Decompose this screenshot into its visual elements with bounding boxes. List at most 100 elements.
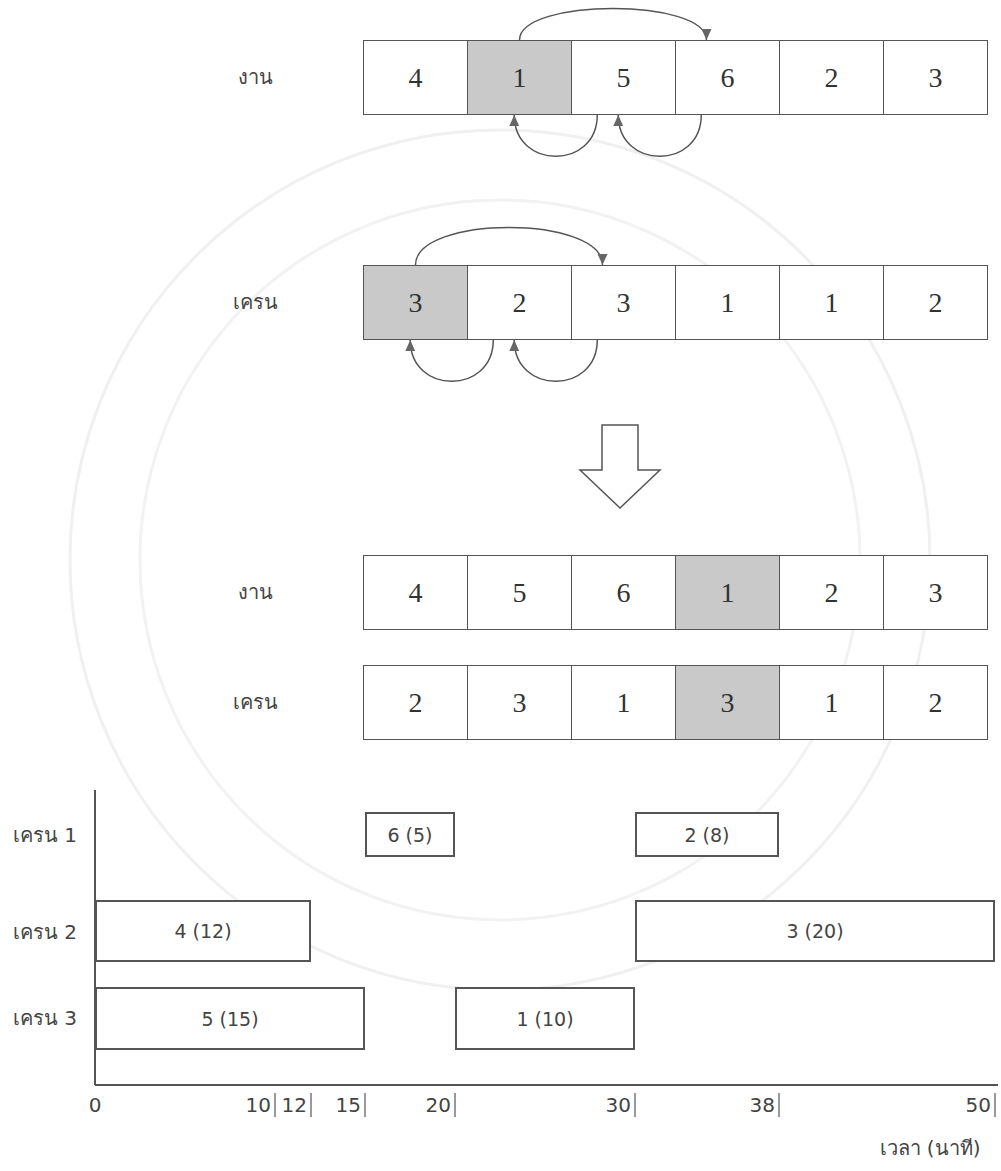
watermark-ring <box>140 200 860 920</box>
arrow-head <box>509 340 519 351</box>
job-duration: 5 (15) <box>201 1008 258 1030</box>
gene-cell: 2 <box>467 265 572 340</box>
row-label: งาน <box>238 61 273 93</box>
axis-title: เวลา (นาที) <box>880 1132 981 1164</box>
gene-value: 2 <box>825 577 839 609</box>
job-duration: 1 (10) <box>516 1008 573 1030</box>
crane-label: เครน 3 <box>13 1002 77 1034</box>
job-duration: 6 (5) <box>387 824 432 846</box>
gene-cell: 2 <box>363 665 468 740</box>
gene-cell: 4 <box>363 40 468 115</box>
gene-value: 2 <box>929 287 943 319</box>
gene-value: 1 <box>513 62 527 94</box>
gene-value: 3 <box>513 687 527 719</box>
gene-value: 1 <box>617 687 631 719</box>
gantt-bar: 2 (8) <box>635 812 779 857</box>
swap-arrow <box>405 340 493 381</box>
arrow-curve <box>618 115 701 156</box>
gene-cell: 2 <box>883 665 988 740</box>
gene-cell: 4 <box>363 555 468 630</box>
gene-cell: 3 <box>467 665 572 740</box>
arrow-curve <box>520 9 707 41</box>
tick-mark <box>454 1093 455 1117</box>
selected-gene-cell: 1 <box>467 40 572 115</box>
watermark-ring <box>70 130 930 990</box>
gene-value: 3 <box>617 287 631 319</box>
gene-value: 3 <box>929 62 943 94</box>
gene-cell: 1 <box>779 265 884 340</box>
tick-label: 20 <box>426 1093 451 1117</box>
gene-value: 4 <box>409 577 423 609</box>
tick-mark <box>634 1093 635 1117</box>
gene-cell: 2 <box>779 555 884 630</box>
gene-value: 1 <box>825 687 839 719</box>
tick-label: 15 <box>336 1093 361 1117</box>
tick-mark <box>994 1093 995 1117</box>
gene-cell: 5 <box>467 555 572 630</box>
swap-arrow <box>509 340 597 381</box>
gene-value: 2 <box>825 62 839 94</box>
swap-arrow <box>613 115 701 156</box>
gene-cell: 6 <box>675 40 780 115</box>
arrow-head <box>702 29 712 40</box>
gene-cell: 3 <box>571 265 676 340</box>
arrow-curve <box>416 228 603 266</box>
crane-label: เครน 1 <box>13 819 77 851</box>
gene-value: 3 <box>929 577 943 609</box>
gene-value: 5 <box>617 62 631 94</box>
gene-cell: 3 <box>883 555 988 630</box>
tick-mark <box>310 1093 311 1117</box>
swap-arrow <box>509 115 597 156</box>
crane-label: เครน 2 <box>13 916 77 948</box>
gene-value: 3 <box>409 287 423 319</box>
job-duration: 4 (12) <box>174 920 231 942</box>
gantt-bar: 5 (15) <box>95 987 365 1050</box>
gene-value: 3 <box>721 687 735 719</box>
gene-value: 1 <box>825 287 839 319</box>
gantt-bar: 1 (10) <box>455 987 635 1050</box>
arrow-head <box>613 115 623 126</box>
tick-label: 50 <box>966 1093 991 1117</box>
swap-arrow <box>416 228 608 266</box>
arrow-head <box>509 115 519 126</box>
gantt-bar: 4 (12) <box>95 900 311 962</box>
gene-value: 1 <box>721 577 735 609</box>
row-label: เครน <box>233 686 278 718</box>
selected-gene-cell: 3 <box>675 665 780 740</box>
down-arrow <box>580 425 660 508</box>
tick-label: 38 <box>750 1093 775 1117</box>
tick-mark <box>364 1093 365 1117</box>
tick-label: 10 <box>246 1093 271 1117</box>
tick-label: 0 <box>89 1093 102 1117</box>
gene-value: 6 <box>617 577 631 609</box>
x-axis <box>95 1084 998 1086</box>
gene-cell: 1 <box>675 265 780 340</box>
gene-cell: 6 <box>571 555 676 630</box>
gene-value: 4 <box>409 62 423 94</box>
gantt-bar: 3 (20) <box>635 900 995 962</box>
arrow-curve <box>514 115 597 156</box>
swap-arrow <box>520 9 712 41</box>
selected-gene-cell: 1 <box>675 555 780 630</box>
tick-label: 30 <box>606 1093 631 1117</box>
gene-cell: 2 <box>779 40 884 115</box>
gene-cell: 3 <box>883 40 988 115</box>
gene-value: 1 <box>721 287 735 319</box>
arrow-curve <box>514 340 597 381</box>
arrow-head <box>598 254 608 265</box>
gene-cell: 2 <box>883 265 988 340</box>
row-label: งาน <box>238 576 273 608</box>
gene-value: 6 <box>721 62 735 94</box>
gene-cell: 5 <box>571 40 676 115</box>
gene-cell: 1 <box>571 665 676 740</box>
gene-cell: 1 <box>779 665 884 740</box>
job-duration: 3 (20) <box>786 920 843 942</box>
gene-value: 2 <box>513 287 527 319</box>
arrow-head <box>405 340 415 351</box>
job-duration: 2 (8) <box>684 824 729 846</box>
row-label: เครน <box>233 286 278 318</box>
gantt-bar: 6 (5) <box>365 812 455 857</box>
arrow-curve <box>410 340 493 381</box>
gene-value: 2 <box>929 687 943 719</box>
